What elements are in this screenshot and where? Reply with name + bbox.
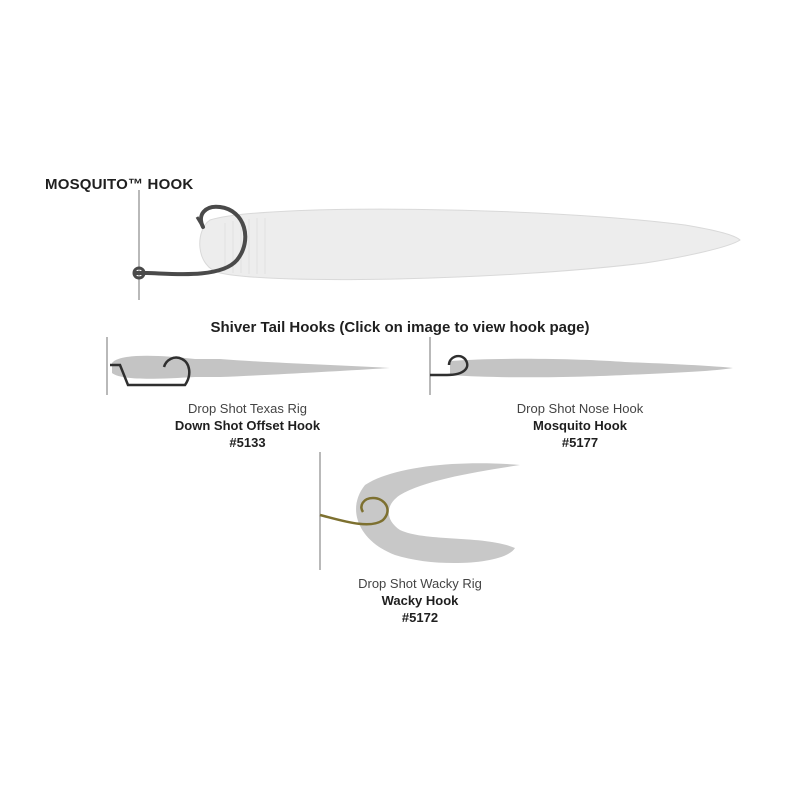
page-title: MOSQUITO™ HOOK <box>45 176 194 193</box>
hook-number: #5177 <box>561 435 599 450</box>
section-title: Shiver Tail Hooks (Click on image to vie… <box>210 319 590 336</box>
rig-label: Drop Shot Nose Hook <box>516 401 644 416</box>
mosquito-hook-icon <box>429 337 733 395</box>
hook-number: #5172 <box>401 610 439 625</box>
hook-number: #5133 <box>229 435 266 450</box>
hook-card-down-shot-offset[interactable]: Drop Shot Texas Rig Down Shot Offset Hoo… <box>100 335 395 455</box>
hook-name: Mosquito Hook <box>533 418 627 433</box>
wacky-hook-icon <box>319 452 520 570</box>
hook-name: Down Shot Offset Hook <box>174 418 321 433</box>
rig-label: Drop Shot Texas Rig <box>188 401 307 416</box>
hook-card-wacky[interactable]: Drop Shot Wacky Rig Wacky Hook #5172 <box>315 450 525 630</box>
offset-hook-icon <box>106 337 390 395</box>
rig-label: Drop Shot Wacky Rig <box>358 576 482 591</box>
hook-card-mosquito[interactable]: Drop Shot Nose Hook Mosquito Hook #5177 <box>425 335 735 455</box>
mosquito-hook-worm-illustration <box>132 190 741 300</box>
hook-name: Wacky Hook <box>381 593 459 608</box>
